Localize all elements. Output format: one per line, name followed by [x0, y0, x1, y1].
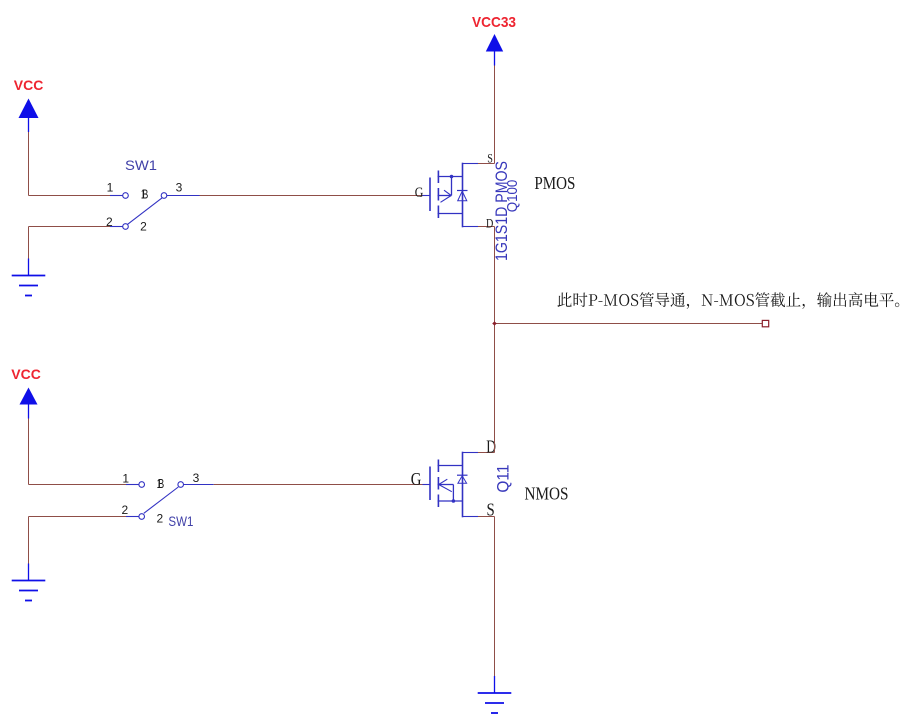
svg-text:1: 1 [157, 478, 162, 491]
svg-text:S: S [487, 499, 495, 520]
svg-text:SW1: SW1 [125, 157, 157, 173]
svg-text:D: D [486, 438, 496, 457]
svg-text:2: 2 [140, 220, 147, 234]
svg-text:1: 1 [107, 181, 114, 195]
svg-text:VCC: VCC [11, 367, 41, 382]
svg-text:3: 3 [193, 471, 200, 485]
svg-text:Q11: Q11 [494, 465, 513, 493]
svg-text:2: 2 [121, 503, 128, 517]
svg-text:S: S [487, 151, 493, 165]
svg-text:1G1S1D PMOS: 1G1S1D PMOS [492, 161, 511, 261]
svg-text:3: 3 [176, 181, 183, 195]
svg-text:SW1: SW1 [168, 514, 193, 529]
svg-text:1: 1 [122, 472, 129, 486]
svg-text:1: 1 [141, 189, 146, 202]
svg-text:2: 2 [106, 215, 113, 229]
svg-text:B: B [158, 478, 164, 491]
svg-text:PMOS: PMOS [534, 173, 575, 193]
svg-text:2: 2 [157, 512, 164, 526]
svg-text:NMOS: NMOS [525, 484, 569, 504]
svg-text:VCC: VCC [14, 78, 44, 93]
svg-text:VCC33: VCC33 [472, 14, 516, 31]
svg-text:G: G [411, 468, 422, 489]
svg-text:D: D [486, 216, 493, 230]
svg-text:B: B [142, 189, 148, 202]
svg-text:G: G [415, 184, 424, 201]
svg-text:Q100: Q100 [504, 180, 521, 213]
